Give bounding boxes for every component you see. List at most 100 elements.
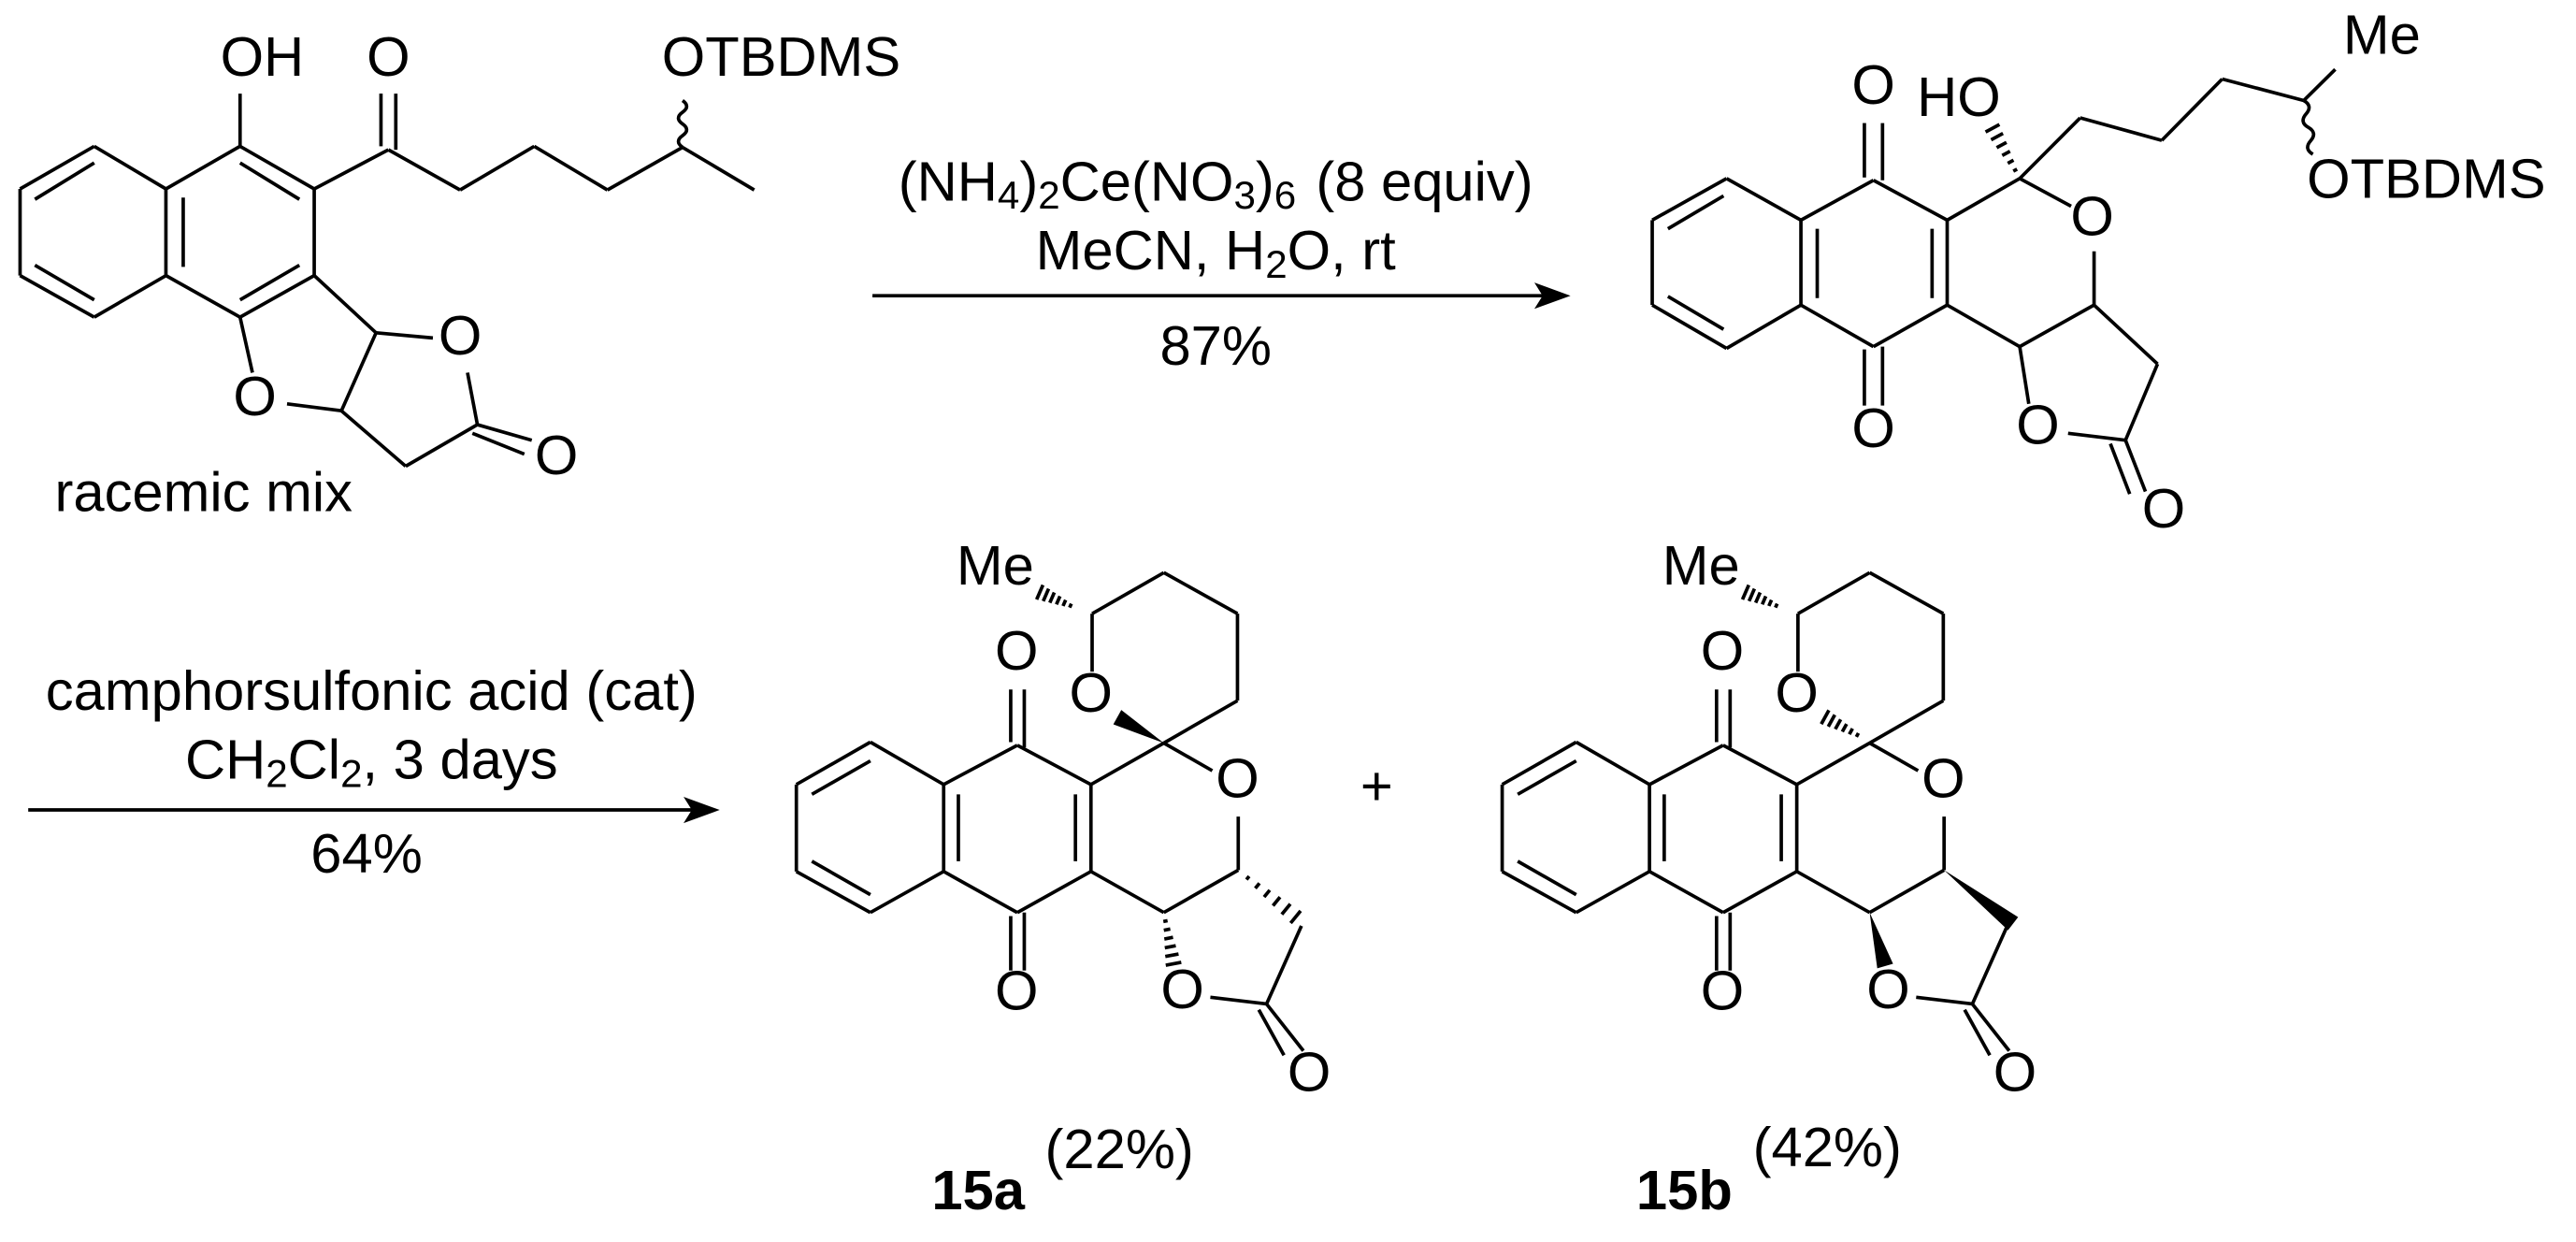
atom-label: OTBDMS [2307,147,2545,209]
bond [606,145,684,192]
bond [943,870,1018,915]
bond [2018,346,2031,405]
bond [2067,431,2126,442]
hashed-wedge-bond [1245,874,1302,925]
bond [286,401,342,413]
atom-label: O [439,304,482,367]
bond [1517,758,1577,796]
solvent-conditions: MeCN, H2O, rt [1036,219,1396,286]
bond [93,274,167,319]
bond [2222,77,2305,103]
bond [1868,741,1920,773]
bond [238,274,315,319]
bond [1162,741,1214,773]
bond [1800,179,1875,222]
bond [1868,699,1945,745]
hash-dash [1162,918,1169,924]
hash-dash [1288,909,1302,925]
bond [34,263,95,302]
reaction-time: , 3 days [363,729,558,791]
hash-dash [1061,599,1068,607]
reaction-1-conditions: (NH4)2Ce(NO3)6(8 equiv) MeCN, H2O, rt 87… [872,150,1571,377]
plus-sign: + [1360,755,1393,817]
atom-label: Me [957,534,1034,597]
atom-label: O [1701,960,1744,1022]
hash-dash [1262,888,1272,899]
hash-dash [1848,728,1854,736]
solvent-sub-2: 2 [340,751,362,795]
solvent-subscript: 2 [1265,242,1287,286]
atom-label: O [1160,958,1203,1020]
hashed-wedge-bond [1162,918,1182,967]
hash-dash [1245,874,1251,881]
atom-label: O [2016,393,2059,455]
bond [19,144,95,191]
atom-label: Me [2343,3,2421,65]
yield-15a: (22%) [1045,1118,1194,1180]
reagent-ceric-ammonium-nitrate: (NH4)2Ce(NO3)6(8 equiv) [899,150,1533,217]
hashed-wedge-bond [1984,123,2019,173]
atom-label: O [1070,661,1113,724]
bond [1016,744,1092,787]
atom-label: HO [1917,65,2001,128]
atom-label: O [1775,661,1818,724]
bond [869,870,945,915]
bond [1257,1008,1286,1057]
atom-label: O [1851,53,1894,116]
bond [238,161,301,201]
solvent-prefix: CH [185,729,266,791]
hash-dash [1854,731,1861,738]
reagent-equiv: (8 equiv) [1316,150,1533,212]
bond [811,758,871,796]
bond [1264,925,1303,1005]
bond [2302,67,2337,102]
bond [2080,116,2163,142]
hash-dash [1834,718,1843,730]
yield-15b: (42%) [1753,1116,1902,1178]
atom-label: O [1216,747,1259,810]
compound-id-15b: 15b [1636,1159,1733,1221]
bond [1872,303,1949,349]
atom-label: O [1993,1040,2036,1103]
hash-dash [1048,591,1057,604]
bond [1796,570,1871,615]
bond [1795,870,1871,915]
atom-label: OTBDMS [662,25,900,88]
arrow-head-1 [1533,282,1571,310]
bond [34,161,95,201]
bond [2093,303,2159,366]
atom-label: O [1288,1040,1331,1103]
bond [1501,740,1577,787]
bond [2019,303,2095,349]
solid-wedge-bond [1944,870,2019,931]
hash-dash [1164,952,1179,959]
bond [1725,177,1802,222]
bond [1946,303,2021,349]
bond [1089,870,1165,915]
bond [1872,179,1949,222]
bond [1666,295,1725,331]
bond [1963,1008,1992,1057]
hash-dash [1163,927,1171,932]
atom-label: O [2070,184,2113,247]
bond [312,274,378,335]
bond [477,423,533,442]
bond [795,870,871,915]
hash-dash [1747,587,1757,602]
bond [1721,870,1798,915]
bond [1868,868,1946,915]
atom-label: Me [1662,534,1740,597]
hash-dash [1767,599,1774,607]
bond [1970,1003,2011,1052]
hash-dash [1042,587,1051,602]
hash-dash [1271,895,1282,907]
bond [2123,363,2160,441]
bond [2018,116,2082,181]
hash-dash [2001,150,2011,157]
hash-dash [1164,944,1176,950]
bond [1517,859,1577,897]
bond [466,372,480,426]
